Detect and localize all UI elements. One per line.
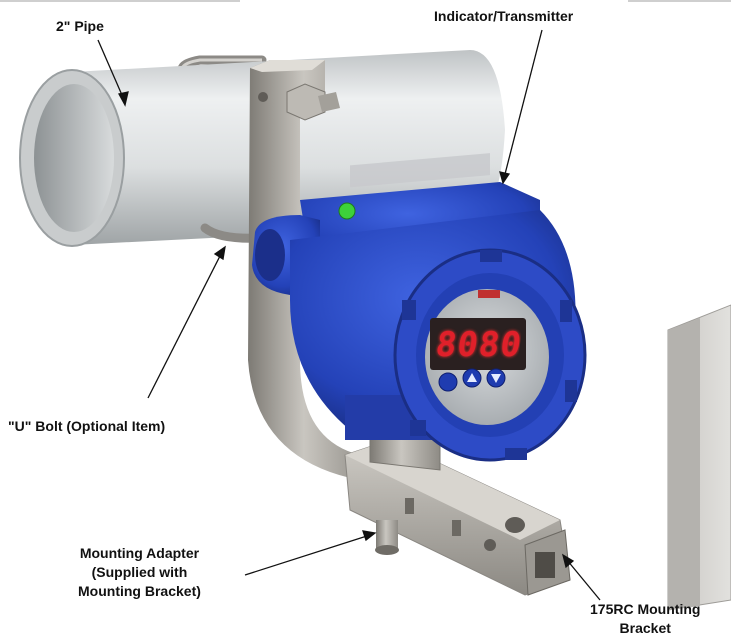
label-mounting-adapter: Mounting Adapter (Supplied with Mounting…	[78, 544, 201, 601]
label-mounting-bracket: 175RC Mounting Bracket	[590, 600, 700, 638]
mounting-adapter	[376, 520, 398, 550]
keypad	[438, 368, 506, 392]
top-rule-left	[0, 0, 240, 2]
label-mounting-adapter-line3: Mounting Bracket)	[78, 583, 201, 599]
bracket-strap	[248, 60, 372, 480]
strap-bolt-hole	[258, 92, 268, 102]
top-rule-right	[628, 0, 731, 2]
label-mounting-bracket-line2: Bracket	[619, 620, 671, 636]
label-mounting-adapter-line1: Mounting Adapter	[79, 545, 200, 561]
display-lcd-frame	[430, 318, 526, 370]
top-nut	[286, 83, 326, 121]
label-pipe: 2" Pipe	[56, 18, 104, 34]
label-mounting-adapter-line2: (Supplied with	[91, 564, 188, 580]
label-indicator-transmitter: Indicator/Transmitter	[434, 8, 574, 24]
digital-readout: 8080	[433, 325, 524, 365]
left-button-icon	[438, 372, 458, 392]
cover-ribs	[402, 250, 577, 460]
channel-slot	[405, 498, 414, 514]
label-mounting-bracket-line1: 175RC Mounting	[590, 601, 701, 617]
leader-lines	[97, 29, 601, 601]
label-u-bolt: "U" Bolt (Optional Item)	[8, 418, 166, 434]
green-status-led-icon	[338, 202, 356, 220]
